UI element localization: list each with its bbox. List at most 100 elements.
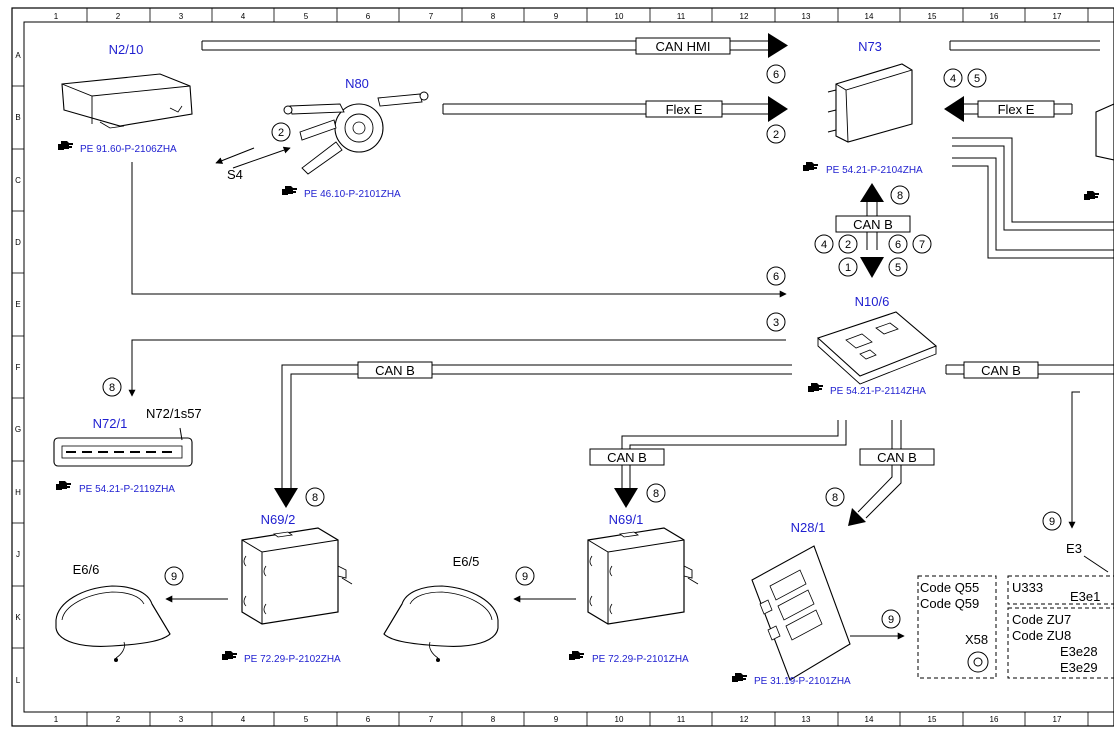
marker-8: 8 (897, 190, 903, 202)
marker-6: 6 (773, 271, 779, 283)
svg-text:CAN B: CAN B (981, 363, 1021, 378)
col-label: 1 (54, 12, 59, 21)
row-label: K (15, 613, 21, 622)
ref-n73: PE 54.21-P-2104ZHA (826, 165, 923, 176)
component-n80 (283, 91, 429, 175)
row-label: E (15, 300, 20, 309)
row-label: H (15, 488, 21, 497)
col-label: 7 (429, 715, 434, 724)
svg-text:Flex E: Flex E (998, 102, 1035, 117)
svg-text:CAN HMI: CAN HMI (656, 39, 711, 54)
label-s4: S4 (227, 167, 243, 182)
col-label: 3 (179, 12, 184, 21)
ref-n10-6: PE 54.21-P-2114ZHA (830, 386, 926, 397)
label-e6-5: E6/5 (453, 554, 480, 569)
col-label: 8 (491, 12, 496, 21)
pointing-hand-icon (803, 162, 818, 171)
marker-8: 8 (109, 382, 115, 394)
bus-label-can-b-n28-1: CAN B (859, 448, 935, 466)
col-label: 10 (615, 12, 624, 21)
code-zu7: Code ZU7 (1012, 612, 1071, 627)
col-label: 2 (116, 715, 121, 724)
code-q55: Code Q55 (920, 580, 979, 595)
marker-9: 9 (888, 614, 894, 626)
bus-label-can-b-center: CAN B (835, 215, 911, 233)
label-n72-1s57: N72/1s57 (146, 406, 202, 421)
col-label: 3 (179, 715, 184, 724)
pointing-hand-icon (1084, 191, 1099, 200)
code-e3e1: E3e1 (1070, 589, 1100, 604)
row-label: L (16, 676, 21, 685)
col-label: 11 (677, 12, 686, 21)
marker-4: 4 (821, 239, 827, 251)
component-e6-5-mirror (383, 585, 499, 663)
marker-6: 6 (773, 69, 779, 81)
col-label: 4 (241, 12, 246, 21)
label-n28-1: N28/1 (791, 520, 826, 535)
col-label: 8 (491, 715, 496, 724)
col-label: 17 (1053, 12, 1062, 21)
label-n2-10: N2/10 (109, 42, 144, 57)
row-label: A (15, 51, 21, 60)
code-box-u333: U333 E3e1 (1007, 575, 1114, 605)
row-label: D (15, 238, 21, 247)
signal-lines (128, 146, 1080, 640)
ref-n72-1: PE 54.21-P-2119ZHA (79, 484, 175, 495)
row-label: F (16, 363, 21, 372)
col-label: 13 (802, 12, 811, 21)
marker-2: 2 (845, 239, 851, 251)
component-n72-1 (53, 427, 193, 467)
col-label: 12 (740, 12, 749, 21)
col-label: 9 (554, 12, 559, 21)
frame-border (11, 7, 1114, 727)
number-markers: 6 2 2 4 5 8 4 2 6 7 1 5 6 3 8 8 8 8 9 9 … (102, 64, 1062, 629)
code-q59: Code Q59 (920, 596, 979, 611)
col-label: 6 (366, 12, 371, 21)
col-label: 17 (1053, 715, 1062, 724)
col-label: 10 (615, 715, 624, 724)
marker-2: 2 (278, 127, 284, 139)
pointing-hand-icon (222, 651, 237, 660)
bus-label-can-b-left: CAN B (357, 361, 433, 379)
col-label: 13 (802, 715, 811, 724)
label-e3: E3 (1066, 541, 1082, 556)
bus-label-can-hmi: CAN HMI (635, 37, 731, 55)
marker-8: 8 (312, 492, 318, 504)
marker-7: 7 (919, 239, 925, 251)
col-label: 15 (928, 12, 937, 21)
marker-9: 9 (1049, 516, 1055, 528)
ref-n80: PE 46.10-P-2101ZHA (304, 189, 401, 200)
marker-9: 9 (171, 571, 177, 583)
bus-label-flex-e-left: Flex E (645, 100, 723, 118)
ref-n69-2: PE 72.29-P-2102ZHA (244, 654, 341, 665)
marker-4: 4 (950, 73, 956, 85)
pointing-hand-icon (58, 141, 73, 150)
code-box-zu7-zu8: Code ZU7 Code ZU8 E3e28 E3e29 (1007, 607, 1114, 679)
ref-n2-10: PE 91.60-P-2106ZHA (80, 144, 177, 155)
marker-9: 9 (522, 571, 528, 583)
col-label: 15 (928, 715, 937, 724)
code-e3e29: E3e29 (1060, 660, 1098, 675)
pointing-hand-icon (569, 651, 584, 660)
svg-text:CAN B: CAN B (853, 217, 893, 232)
component-n69-1 (587, 527, 699, 625)
partial-component-right (1095, 103, 1114, 161)
label-n69-2: N69/2 (261, 512, 296, 527)
row-label: J (16, 550, 20, 559)
bus-label-flex-e-right: Flex E (977, 100, 1055, 118)
svg-text:Flex E: Flex E (666, 102, 703, 117)
pointing-hand-icon (732, 673, 747, 682)
row-grid (12, 85, 24, 649)
bus-arrowheads (274, 33, 964, 526)
component-n73 (827, 63, 913, 143)
ref-n69-1: PE 72.29-P-2101ZHA (592, 654, 689, 665)
col-label: 14 (865, 715, 874, 724)
code-box-q55-q59: Code Q55 Code Q59 X58 (917, 575, 997, 679)
col-label: 6 (366, 715, 371, 724)
row-label: C (15, 176, 21, 185)
marker-1: 1 (845, 262, 851, 274)
component-n28-1 (751, 545, 851, 681)
svg-text:CAN B: CAN B (607, 450, 647, 465)
column-labels-top: 1 2 3 4 5 6 7 8 9 10 11 12 13 14 15 16 1… (54, 12, 1062, 21)
label-n72-1: N72/1 (93, 416, 128, 431)
